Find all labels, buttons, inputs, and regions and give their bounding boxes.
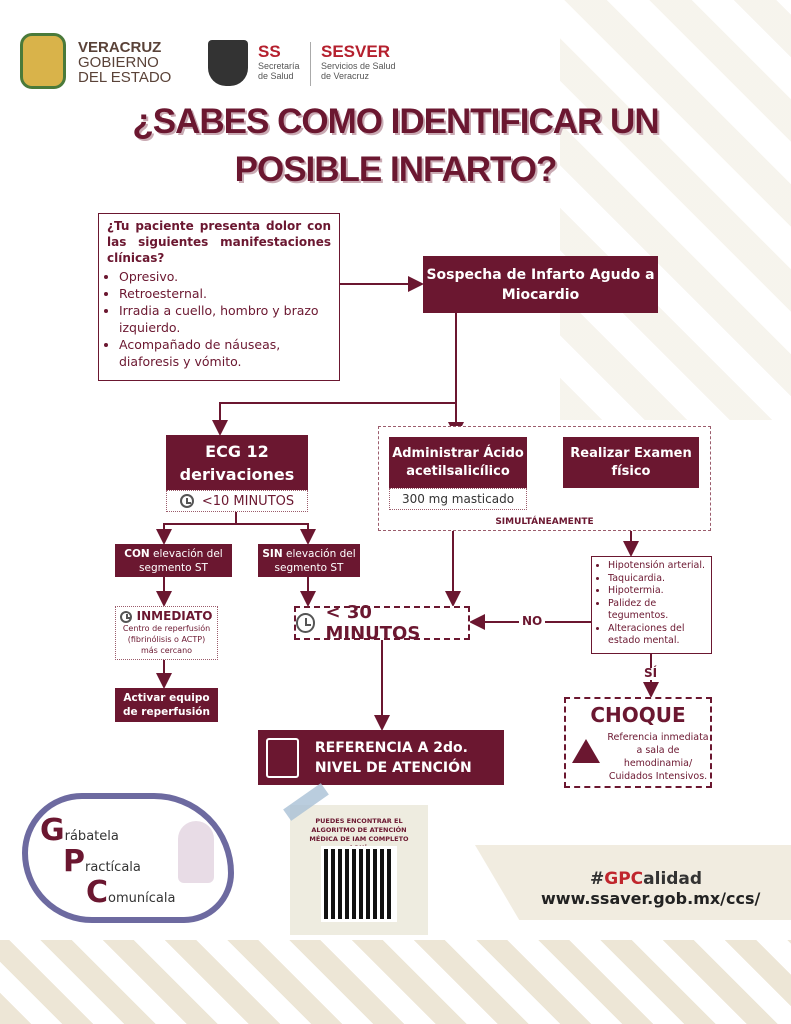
- si-label: SÍ: [644, 666, 658, 680]
- gpc-line1: Grábatela: [40, 813, 119, 848]
- website-url[interactable]: www.ssaver.gob.mx/ccs/: [541, 889, 761, 908]
- sign-item: Taquicardia.: [608, 573, 709, 586]
- con-box: CON elevación del segmento ST: [115, 544, 232, 577]
- signs-box: Hipotensión arterial.Taquicardia.Hipoter…: [591, 556, 712, 654]
- veracruz-line3: DEL ESTADO: [78, 69, 172, 86]
- hospital-icon: [266, 737, 299, 778]
- aspirin-box: Administrar Ácido acetilsalicílico: [389, 437, 527, 488]
- symptom-item: Acompañado de náuseas, diaforesis y vómi…: [119, 336, 331, 370]
- shock-title: CHOQUE: [590, 703, 686, 727]
- hashtag-rest: alidad: [643, 869, 703, 889]
- background-pattern: [560, 0, 791, 420]
- sin-box: SIN elevación del segmento ST: [258, 544, 360, 577]
- sesver-sub1: Servicios de Salud: [321, 61, 396, 71]
- gpc-c: C: [86, 875, 109, 910]
- sin-text: elevación del segmento ST: [274, 548, 356, 574]
- gpc-line3: Comunícala: [86, 875, 175, 910]
- ecg-time: <10 MINUTOS: [166, 490, 308, 512]
- veracruz-text: VERACRUZ GOBIERNO DEL ESTADO: [78, 40, 171, 85]
- suspicion-box: Sospecha de Infarto Agudo a Miocardio: [423, 256, 658, 313]
- gpc-c-text: omunícala: [108, 891, 176, 906]
- sin-bold: SIN: [262, 548, 283, 560]
- gpc-p: P: [63, 844, 85, 879]
- referral-text: REFERENCIA A 2do. NIVEL DE ATENCIÓN: [314, 739, 472, 776]
- referral-box: REFERENCIA A 2do. NIVEL DE ATENCIÓN: [258, 730, 504, 785]
- no-label: NO: [519, 614, 546, 628]
- qr-code[interactable]: [321, 846, 397, 922]
- gpc-line2: Practícala: [63, 844, 141, 879]
- aspirin-dose: 300 mg masticado: [389, 488, 527, 510]
- sign-item: Alteraciones del estado mental.: [608, 623, 709, 648]
- shock-text: Referencia inmediata a sala de hemodinam…: [607, 732, 709, 782]
- hashtag-gpc: GPC: [604, 869, 644, 889]
- sign-item: Palidez de tegumentos.: [608, 598, 709, 623]
- activate-box: Activar equipo de reperfusión: [115, 688, 218, 722]
- ecg-box: ECG 12 derivaciones: [166, 435, 308, 490]
- immediate-box: INMEDIATO Centro de reperfusión (fibrinó…: [115, 606, 218, 660]
- ss-title: SS: [258, 42, 281, 61]
- gpc-p-text: ractícala: [85, 860, 141, 875]
- sign-item: Hipotensión arterial.: [608, 560, 709, 573]
- gpc-g: G: [40, 813, 65, 848]
- simultaneous-label: SIMULTÁNEAMENTE: [495, 517, 594, 527]
- symptom-item: Opresivo.: [119, 268, 331, 285]
- qr-note: PUEDES ENCONTRAR EL ALGORITMO DE ATENCIÓ…: [290, 805, 428, 935]
- footer-banner: [475, 845, 791, 920]
- sign-item: Hipotermia.: [608, 585, 709, 598]
- clock-icon: [296, 613, 316, 633]
- exam-box: Realizar Examen físico: [563, 437, 699, 488]
- shock-box: CHOQUE Referencia inmediata a sala de he…: [564, 697, 712, 788]
- veracruz-line1: VERACRUZ: [78, 39, 162, 56]
- bottom-pattern: [0, 940, 791, 1024]
- warning-icon: [572, 739, 600, 763]
- ss-sub1: Secretaría: [258, 61, 300, 71]
- hashtag-hash: #: [590, 869, 605, 889]
- sesver-title: SESVER: [321, 42, 390, 61]
- hashtag: #GPCalidad: [590, 869, 702, 889]
- ss-logo: [208, 40, 248, 86]
- thirty-minutes-text: < 30 MINUTOS: [325, 602, 421, 644]
- gpc-g-text: rábatela: [64, 829, 119, 844]
- qr-note-text: PUEDES ENCONTRAR EL ALGORITMO DE ATENCIÓ…: [309, 817, 409, 852]
- header-divider: [310, 42, 311, 86]
- veracruz-logo: [20, 33, 66, 89]
- immediate-text: Centro de reperfusión (fibrinólisis o AC…: [122, 624, 211, 655]
- symptom-item: Irradia a cuello, hombro y brazo izquier…: [119, 302, 331, 336]
- symptom-item: Retroesternal.: [119, 285, 331, 302]
- ecg-time-text: <10 MINUTOS: [201, 493, 295, 509]
- ss-sub2: de Salud: [258, 71, 294, 81]
- clock-icon: [179, 494, 194, 508]
- immediate-title: INMEDIATO: [136, 609, 213, 623]
- symptoms-question: ¿Tu paciente presenta dolor con las sigu…: [107, 219, 331, 265]
- clock-icon: [120, 610, 133, 623]
- veracruz-line2: GOBIERNO: [78, 54, 159, 71]
- sesver-sub2: de Veracruz: [321, 71, 370, 81]
- con-bold: CON: [124, 548, 150, 560]
- thirty-minutes-box: < 30 MINUTOS: [294, 602, 470, 644]
- title-line1: ¿SABES COMO IDENTIFICAR UN: [132, 102, 659, 141]
- gpc-logo: Grábatela Practícala Comunícala: [22, 793, 234, 923]
- con-text: elevación del segmento ST: [139, 548, 223, 574]
- symptoms-box: ¿Tu paciente presenta dolor con las sigu…: [98, 213, 340, 381]
- doctor-illustration: [178, 821, 214, 883]
- title-line2: POSIBLE INFARTO?: [234, 150, 558, 189]
- symptoms-list: Opresivo. Retroesternal. Irradia a cuell…: [107, 268, 331, 370]
